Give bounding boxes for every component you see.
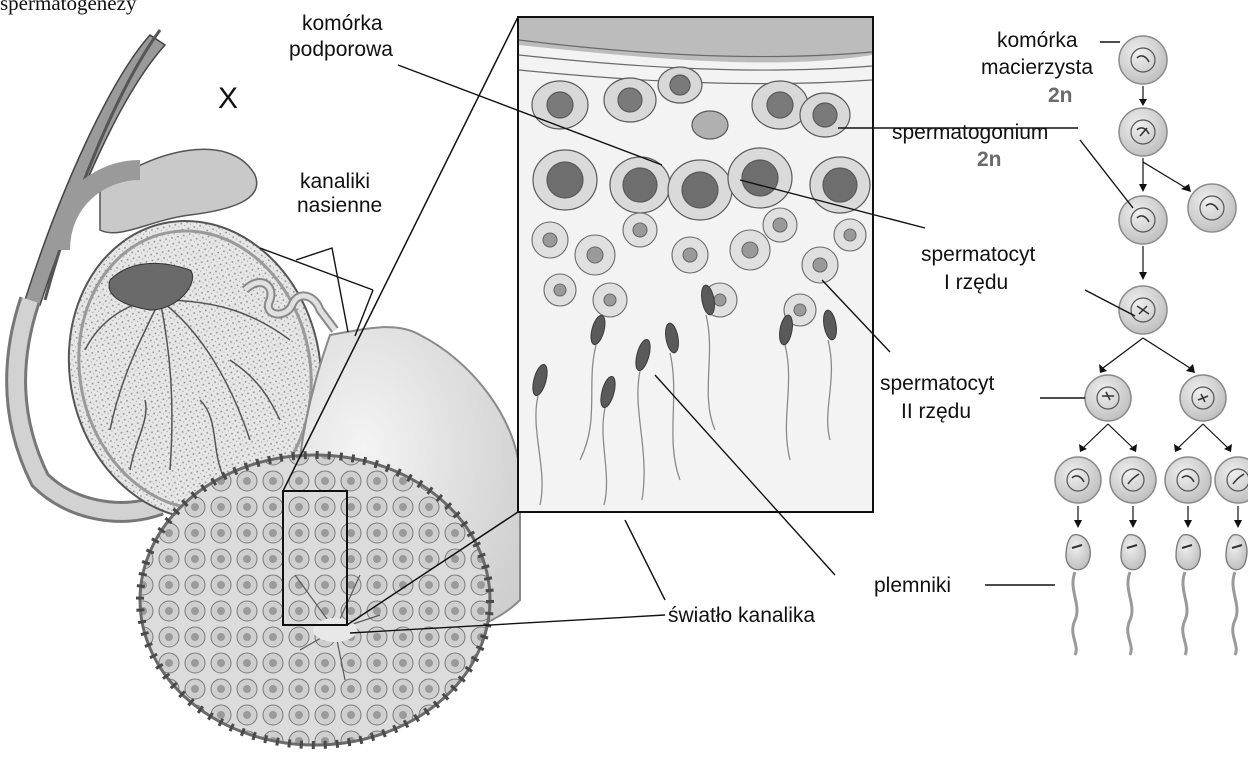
label-kanaliki-line1: kanaliki [300, 170, 370, 193]
label-podporowa-line1: komórka [302, 12, 383, 35]
label-podporowa-line2: podporowa [289, 38, 393, 61]
cell-lineage [1055, 36, 1248, 655]
label-macierzysta-line2: macierzysta [981, 56, 1093, 79]
label-macierzysta-line1: komórka [997, 29, 1078, 52]
label-spermatocyt2-line2: II rzędu [901, 400, 971, 423]
label-spermatocyt1-line1: spermatocyt [921, 243, 1036, 266]
spermatogonium-daughter [1119, 196, 1167, 244]
secondary-spermatocyte-cell-right [1180, 375, 1226, 421]
histology-panel [518, 17, 873, 512]
spermatozoa [1066, 535, 1247, 655]
spermatogonium-cell [1119, 108, 1167, 156]
stem-cell [1119, 36, 1167, 84]
label-spermatogonium: spermatogonium [892, 121, 1048, 144]
stem-cell-renewed [1188, 184, 1236, 232]
label-spermatocyt1-line2: I rzędu [944, 271, 1008, 294]
label-kanaliki-line2: nasienne [297, 194, 382, 217]
label-swiatlo: światło kanalika [668, 604, 815, 627]
primary-spermatocyte-cell [1119, 286, 1167, 334]
top-clipped-text: spermatogenezy [0, 0, 137, 15]
label-spermatogonium-ploidy: 2n [977, 148, 1002, 171]
secondary-spermatocyte-cell-left [1085, 375, 1131, 421]
label-x-marker: X [218, 82, 238, 115]
label-spermatocyt2-line1: spermatocyt [880, 372, 995, 395]
spermatids [1055, 457, 1248, 503]
label-macierzysta-ploidy: 2n [1048, 84, 1073, 107]
label-plemniki: plemniki [874, 574, 951, 597]
